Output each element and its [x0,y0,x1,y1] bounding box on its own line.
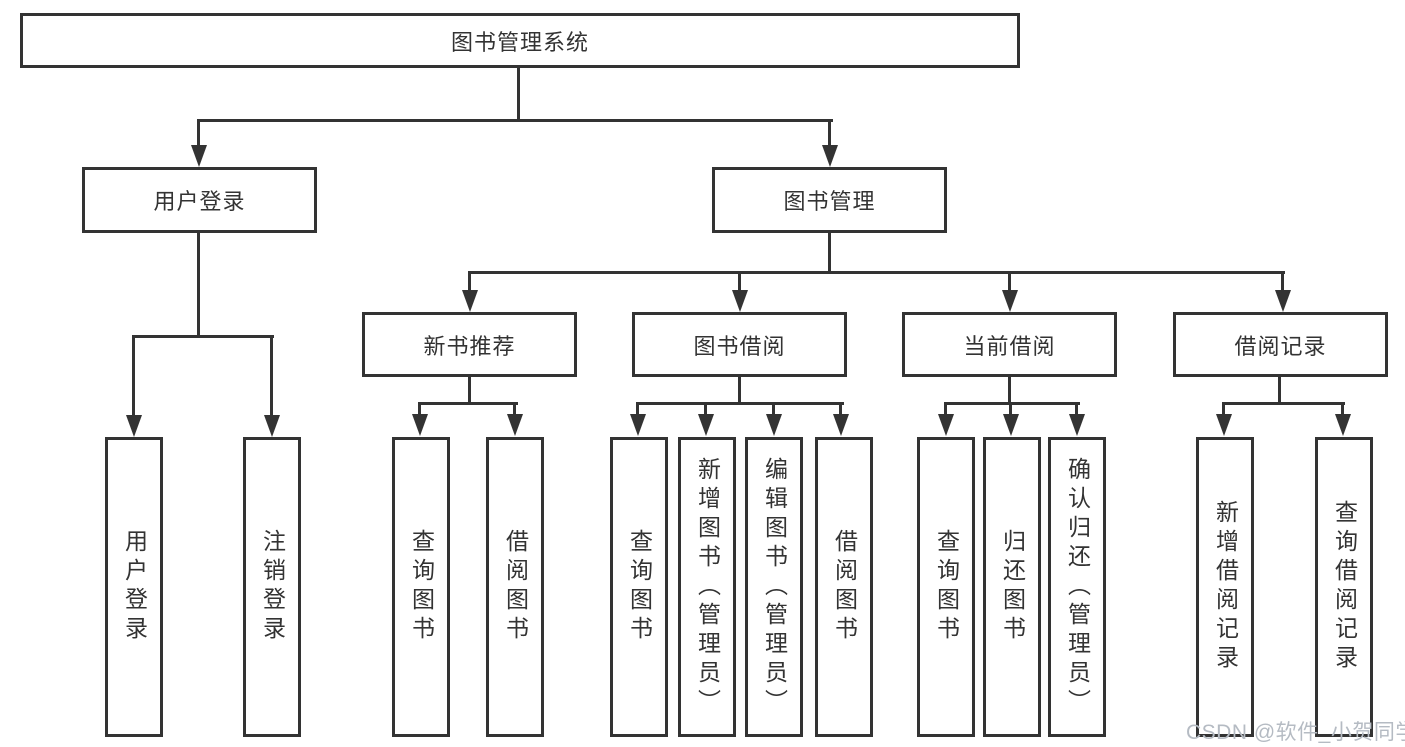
node-label: 新书推荐 [423,333,516,359]
leaf-node-logout: 注销登录 [243,437,301,737]
arrowhead-down-icon [1335,414,1351,436]
connector-drop-new-books [468,271,471,293]
arrowhead-down-icon [833,414,849,436]
arrowhead-down-icon [412,414,428,436]
arrowhead-down-icon [1002,290,1018,312]
leaf-node-borrow-books: 借阅图书 [815,437,873,737]
connector-book-mgmt-stub [828,233,831,274]
node-label: 当前借阅 [963,333,1056,359]
arrowhead-down-icon [462,290,478,312]
connector-drop-leaf [636,402,639,418]
leaf-label: 查询图书 [408,529,435,645]
connector-drop-current [1008,271,1011,293]
node-current-borrowing: 当前借阅 [902,312,1117,377]
node-borrowing-records: 借阅记录 [1173,312,1388,377]
connector-drop-leaf [704,402,707,418]
connector-drop-leaf [839,402,842,418]
leaf-label: 查询图书 [933,529,960,645]
arrowhead-down-icon [1003,414,1019,436]
arrowhead-down-icon [1216,414,1232,436]
arrowhead-down-icon [732,290,748,312]
node-root-label: 图书管理系统 [450,29,589,55]
leaf-label: 查询借阅记录 [1331,500,1358,674]
arrowhead-down-icon [1275,290,1291,312]
leaf-node-user-login: 用户登录 [105,437,163,737]
connector-drop-leaf [1009,402,1012,418]
connector-user-login-stub [197,233,200,338]
connector-level2-rail [197,119,833,122]
leaf-label: 查询图书 [626,529,653,645]
node-label: 图书借阅 [693,333,786,359]
connector-borrow-rail [636,402,844,405]
leaf-node-query-books: 查询图书 [392,437,450,737]
leaf-node-query-books: 查询图书 [917,437,975,737]
arrowhead-down-icon [264,415,280,437]
leaf-node-confirm-return-admin: 确认归还（管理员） [1048,437,1106,737]
node-book-management: 图书管理 [712,167,947,233]
connector-drop-leaf [513,402,516,418]
connector-level3-rail [468,271,1285,274]
arrowhead-down-icon [1069,414,1085,436]
connector-drop-book-mgmt [828,119,831,149]
connector-records-rail [1222,402,1345,405]
connector-drop-leaf [772,402,775,418]
node-book-borrowing: 图书借阅 [632,312,847,377]
leaf-node-borrow-books: 借阅图书 [486,437,544,737]
node-user-login: 用户登录 [82,167,317,233]
node-label: 用户登录 [153,189,246,214]
connector-drop-leaf [1341,402,1344,418]
arrowhead-down-icon [507,414,523,436]
leaf-label: 新增图书（管理员） [694,456,721,718]
connector-records-stub [1278,376,1281,405]
connector-root-stub [517,68,520,122]
leaf-node-edit-books-admin: 编辑图书（管理员） [745,437,803,737]
connector-drop-leaf [944,402,947,418]
node-root: 图书管理系统 [20,13,1020,68]
connector-drop-leaf [1222,402,1225,418]
leaf-label: 用户登录 [121,529,148,645]
connector-drop-leaf [270,335,273,419]
leaf-node-return-books: 归还图书 [983,437,1041,737]
leaf-label: 编辑图书（管理员） [761,456,788,718]
leaf-label: 归还图书 [999,529,1026,645]
connector-current-stub [1008,376,1011,405]
connector-drop-borrow [738,271,741,293]
csdn-watermark: CSDN @软件_小贺同学 [1186,721,1405,744]
connector-drop-user-login [197,119,200,149]
arrowhead-down-icon [766,414,782,436]
leaf-label: 注销登录 [259,529,286,645]
node-label: 图书管理 [783,189,876,214]
connector-current-rail [944,402,1080,405]
connector-drop-leaf [1075,402,1078,418]
arrowhead-down-icon [698,414,714,436]
connector-drop-leaf [418,402,421,418]
connector-new-books-stub [468,376,471,405]
leaf-node-query-books: 查询图书 [610,437,668,737]
leaf-node-add-borrow-record: 新增借阅记录 [1196,437,1254,737]
arrowhead-down-icon [191,145,207,167]
leaf-label: 借阅图书 [831,529,858,645]
arrowhead-down-icon [630,414,646,436]
leaf-label: 确认归还（管理员） [1064,456,1091,718]
connector-new-books-rail [418,402,518,405]
arrowhead-down-icon [822,145,838,167]
leaf-label: 新增借阅记录 [1212,500,1239,674]
leaf-label: 借阅图书 [502,529,529,645]
leaf-node-add-books-admin: 新增图书（管理员） [678,437,736,737]
node-label: 借阅记录 [1234,333,1327,359]
connector-drop-records [1281,271,1284,293]
arrowhead-down-icon [938,414,954,436]
arrowhead-down-icon [126,415,142,437]
connector-drop-leaf [132,335,135,419]
node-new-book-recommend: 新书推荐 [362,312,577,377]
leaf-node-query-borrow-record: 查询借阅记录 [1315,437,1373,737]
connector-user-login-rail [132,335,274,338]
connector-borrow-stub [738,376,741,405]
